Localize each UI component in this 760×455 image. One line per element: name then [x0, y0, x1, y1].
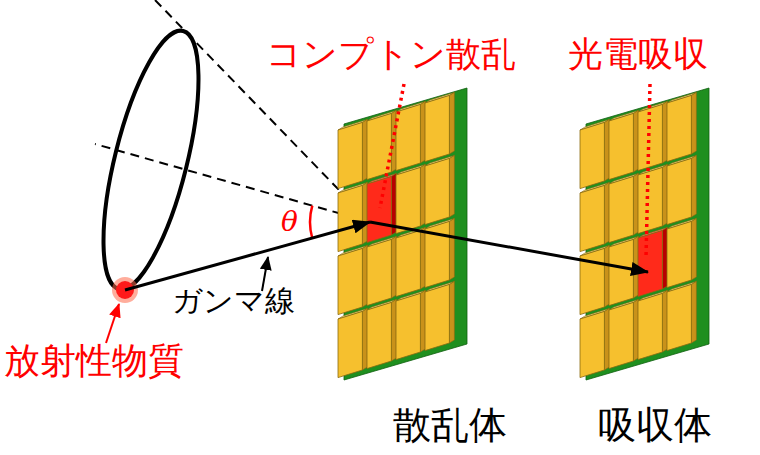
- cell-side: [449, 281, 454, 343]
- cell-front: [425, 95, 449, 161]
- gamma-ray-path: [125, 222, 370, 290]
- cell-front: [580, 185, 604, 251]
- absorber-panel: [580, 88, 709, 380]
- detector-cell: [396, 227, 425, 296]
- detector-cell: [396, 290, 425, 359]
- cell-front: [609, 176, 633, 242]
- process-label: 光電吸収: [568, 34, 708, 74]
- node-label: 吸収体: [560, 404, 750, 448]
- cell-side: [691, 281, 696, 343]
- cell-front: [580, 122, 604, 188]
- cell-front: [367, 113, 391, 179]
- scatterer-detector: 散乱体: [330, 88, 570, 450]
- cell-front: [638, 293, 662, 359]
- leader-line: [646, 84, 650, 258]
- detector-cell: [425, 155, 454, 224]
- detector-cell: [609, 173, 638, 242]
- absorber-detector: 吸収体: [560, 88, 750, 450]
- cell-side: [691, 218, 696, 280]
- cell-front: [338, 122, 362, 188]
- detector-cell: [638, 164, 667, 233]
- cell-front: [667, 95, 691, 161]
- cell-front: [396, 293, 420, 359]
- pointer-arrow: [106, 304, 119, 343]
- cell-side: [449, 92, 454, 154]
- detector-cell: [580, 119, 609, 188]
- cell-side: [449, 155, 454, 217]
- detector-cell: [580, 245, 609, 314]
- cell-side: [449, 218, 454, 280]
- cell-front: [667, 158, 691, 224]
- hit-cell: [638, 227, 667, 296]
- cell-front: [580, 311, 604, 377]
- cell-front: [638, 230, 662, 296]
- cell-front: [609, 239, 633, 305]
- cell-side: [691, 155, 696, 217]
- cone-axis: [95, 144, 370, 222]
- angle-symbol: θ: [281, 206, 298, 238]
- detector-cell: [425, 92, 454, 161]
- cell-front: [609, 113, 633, 179]
- node-label: 放射性物質: [4, 340, 184, 381]
- detector-cell: [580, 308, 609, 377]
- detector-cell: [667, 281, 696, 350]
- cell-front: [338, 185, 362, 251]
- gamma-ray-path: [370, 222, 648, 272]
- process-label: コンプトン散乱: [266, 34, 516, 74]
- node-label: 散乱体: [330, 404, 570, 448]
- cell-front: [396, 230, 420, 296]
- detector-cell: [367, 236, 396, 305]
- detector-cell: [338, 119, 367, 188]
- cell-front: [425, 284, 449, 350]
- cell-side: [691, 92, 696, 154]
- cell-front: [367, 239, 391, 305]
- cell-front: [367, 302, 391, 368]
- cell-front: [580, 248, 604, 314]
- detector-cell: [609, 299, 638, 368]
- detector-cell: [367, 110, 396, 179]
- detector-cell: [667, 155, 696, 224]
- detector-cell: [638, 290, 667, 359]
- detector-cell: [638, 101, 667, 170]
- cell-front: [367, 176, 391, 242]
- edge-label: ガンマ線: [172, 284, 295, 319]
- cell-front: [638, 167, 662, 233]
- detector-cell: [580, 182, 609, 251]
- cell-front: [667, 284, 691, 350]
- detector-cell: [338, 182, 367, 251]
- angle-arc: [310, 206, 312, 238]
- detector-cell: [667, 218, 696, 287]
- detector-cell: [338, 245, 367, 314]
- cell-front: [396, 167, 420, 233]
- detector-cell: [425, 218, 454, 287]
- detector-cell: [396, 164, 425, 233]
- scatterer-panel: [338, 88, 467, 380]
- cell-front: [609, 302, 633, 368]
- cone-ellipse: [84, 22, 218, 298]
- cell-front: [425, 158, 449, 224]
- leader-line: [380, 84, 404, 208]
- detector-cell: [425, 281, 454, 350]
- detector-cell: [609, 110, 638, 179]
- hit-cell: [367, 173, 396, 242]
- detector-cell: [667, 92, 696, 161]
- cell-front: [338, 311, 362, 377]
- detector-cell: [396, 101, 425, 170]
- detector-cell: [338, 308, 367, 377]
- cell-front: [667, 221, 691, 287]
- cell-front: [338, 248, 362, 314]
- detector-cell: [367, 299, 396, 368]
